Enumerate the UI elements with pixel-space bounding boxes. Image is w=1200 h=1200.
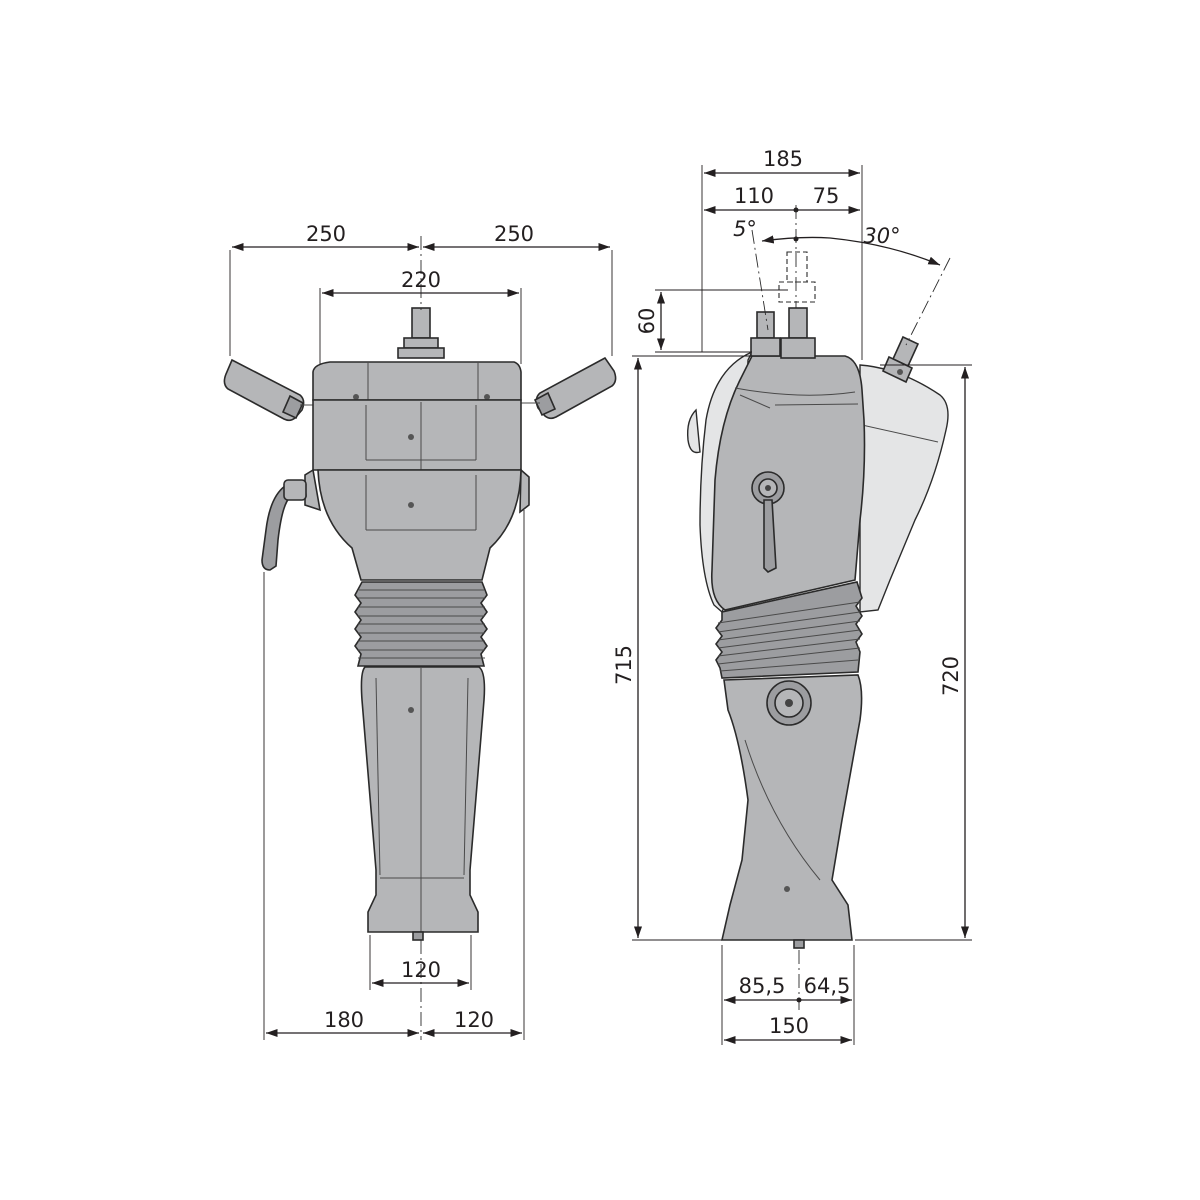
dim-total-depth: 185 <box>763 147 803 171</box>
dim-depth-rear: 75 <box>813 184 840 208</box>
front-lower-body <box>360 666 486 941</box>
dim-height-right: 720 <box>939 656 963 696</box>
side-lever <box>751 471 785 573</box>
top-nozzle <box>397 307 445 359</box>
dim-height-left: 715 <box>612 645 636 685</box>
dim-foot-right: 64,5 <box>804 974 851 998</box>
dim-base-left: 180 <box>324 1008 364 1032</box>
dim-angle-large: 30° <box>863 224 900 248</box>
right-handle <box>521 356 617 420</box>
front-bellows <box>354 581 488 667</box>
side-nozzle <box>750 307 816 359</box>
side-tilted-nozzle <box>881 335 920 384</box>
dim-handle-left: 250 <box>306 222 346 246</box>
dim-angle-small: 5° <box>733 217 757 241</box>
side-rear-housing <box>859 364 949 613</box>
side-lower-body <box>720 674 863 949</box>
front-view <box>223 236 617 1040</box>
dim-head-width: 220 <box>401 268 441 292</box>
dim-foot-width: 120 <box>401 958 441 982</box>
dim-handle-right: 250 <box>494 222 534 246</box>
dim-depth-front: 110 <box>734 184 774 208</box>
side-dashed-nozzle <box>778 251 816 303</box>
front-dimensions <box>229 236 613 1040</box>
side-head <box>710 355 866 611</box>
dim-shaft-height: 60 <box>635 308 659 335</box>
side-dimensions <box>632 165 972 1045</box>
side-bellows <box>715 581 863 679</box>
front-head <box>304 361 530 581</box>
dim-foot-left: 85,5 <box>739 974 786 998</box>
dim-foot-total: 150 <box>769 1014 809 1038</box>
front-lever <box>261 479 307 571</box>
dim-base-right: 120 <box>454 1008 494 1032</box>
left-handle <box>223 358 320 422</box>
side-view <box>632 165 972 1045</box>
